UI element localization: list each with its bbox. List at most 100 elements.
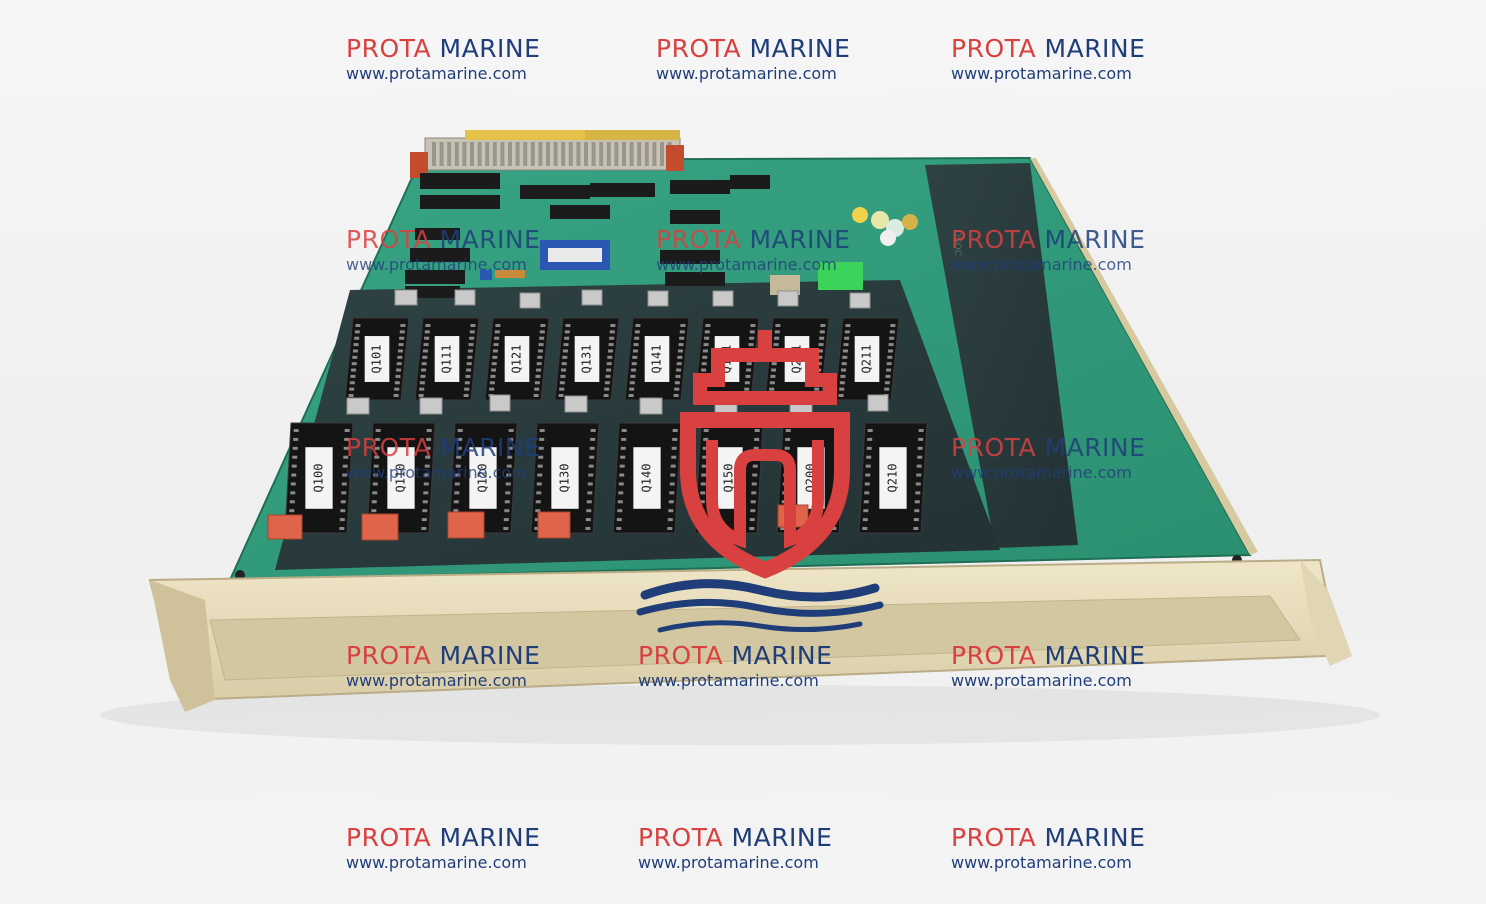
watermark-url: www.protamarine.com (346, 255, 527, 274)
watermark-url: www.protamarine.com (951, 463, 1132, 482)
chip-socket-label: Q210 (886, 464, 900, 493)
connector-pin (606, 142, 611, 166)
connector-pin (454, 142, 459, 166)
watermark-brand-red: PROTA (346, 433, 432, 462)
chip-socket-label: Q131 (580, 345, 594, 374)
watermark-brand-blue: MARINE (1044, 641, 1146, 670)
svg-text:DSQC: DSQC (952, 230, 962, 256)
connector-pin (523, 142, 528, 166)
chip-socket-label: Q101 (370, 345, 384, 374)
watermark-brand-red: PROTA (346, 823, 432, 852)
chip-socket: Q120 (448, 422, 518, 534)
connector-pin (561, 142, 566, 166)
connector-pin (470, 142, 474, 166)
watermark-url: www.protamarine.com (656, 255, 837, 274)
connector-pin (462, 142, 467, 166)
connector-pin (492, 142, 497, 166)
orange-capacitors (267, 504, 809, 541)
connector-pin (637, 142, 642, 166)
watermark-brand-blue: MARINE (749, 225, 851, 254)
connector-pin (591, 142, 596, 166)
watermark: PROTA MARINE www.protamarine.com (638, 825, 832, 871)
watermark-url: www.protamarine.com (656, 64, 837, 83)
watermark-url: www.protamarine.com (346, 463, 527, 482)
connector-pin (485, 142, 490, 166)
watermark-brand-red: PROTA (951, 433, 1037, 462)
watermark: PROTA MARINE www.protamarine.com (346, 643, 540, 689)
connector-pin (584, 142, 588, 166)
front-panel (148, 558, 1352, 712)
watermark: PROTA MARINE www.protamarine.com (346, 435, 540, 481)
watermark-brand-blue: MARINE (1044, 433, 1146, 462)
watermark-url: www.protamarine.com (951, 671, 1132, 690)
connector-pin (500, 142, 505, 166)
watermark-brand-blue: MARINE (439, 433, 541, 462)
connector-pin (515, 142, 520, 166)
watermark: PROTA MARINE www.protamarine.com (951, 643, 1145, 689)
connector-pin (576, 142, 581, 166)
watermark: PROTA MARINE www.protamarine.com (951, 227, 1145, 273)
watermark-url: www.protamarine.com (346, 671, 527, 690)
watermark-url: www.protamarine.com (951, 255, 1132, 274)
watermark-brand-blue: MARINE (439, 225, 541, 254)
watermark: PROTA MARINE www.protamarine.com (656, 36, 850, 82)
connector-pin (447, 142, 452, 166)
watermark-url: www.protamarine.com (346, 64, 527, 83)
watermark-brand-red: PROTA (951, 823, 1037, 852)
watermark-brand-blue: MARINE (1044, 225, 1146, 254)
grey-capacitors (394, 289, 871, 309)
connector-pin (477, 142, 482, 166)
chip-socket: Q141 (624, 317, 690, 401)
edge-connector (410, 130, 684, 178)
solder-mask-right (925, 163, 1078, 548)
chip-socket-label: Q130 (558, 464, 572, 493)
chip-socket: Q140 (612, 422, 682, 534)
chip-socket-label: Q150 (722, 464, 736, 493)
upper-ics (405, 173, 770, 298)
watermark-url: www.protamarine.com (951, 64, 1132, 83)
watermark-brand-red: PROTA (638, 823, 724, 852)
connector-pin (652, 142, 657, 166)
connector-pin (439, 142, 444, 166)
watermark-url: www.protamarine.com (951, 853, 1132, 872)
watermark-brand-red: PROTA (951, 34, 1037, 63)
connector-pin (568, 142, 573, 166)
connector-pin (622, 142, 626, 166)
watermark-brand-blue: MARINE (731, 823, 833, 852)
watermark-brand-red: PROTA (346, 34, 432, 63)
connector-pin (538, 142, 543, 166)
watermark-url: www.protamarine.com (638, 853, 819, 872)
chip-socket: Q211 (834, 317, 900, 401)
chip-socket: Q100 (284, 422, 354, 534)
watermark-brand-red: PROTA (638, 641, 724, 670)
watermark-brand-blue: MARINE (439, 641, 541, 670)
chip-socket-label: Q111 (440, 345, 454, 374)
chip-socket: Q131 (554, 317, 620, 401)
watermark-brand-blue: MARINE (749, 34, 851, 63)
watermark-brand-blue: MARINE (1044, 34, 1146, 63)
connector-pin (644, 142, 649, 166)
chip-socket-label: Q121 (510, 345, 524, 374)
chip-socket-label: Q141 (650, 345, 664, 374)
watermark: PROTA MARINE www.protamarine.com (346, 825, 540, 871)
chip-socket-label: Q110 (394, 464, 408, 493)
connector-pin (546, 142, 550, 166)
watermark-brand-blue: MARINE (439, 823, 541, 852)
chip-socket-label: Q211 (860, 345, 874, 374)
watermark-brand-blue: MARINE (731, 641, 833, 670)
watermark-brand-blue: MARINE (439, 34, 541, 63)
connector-pin (599, 142, 604, 166)
watermark: PROTA MARINE www.protamarine.com (951, 825, 1145, 871)
chip-socket: Q121 (484, 317, 550, 401)
chip-socket: Q111 (414, 317, 480, 401)
watermark: PROTA MARINE www.protamarine.com (346, 36, 540, 82)
watermark: PROTA MARINE www.protamarine.com (346, 227, 540, 273)
connector-pin (614, 142, 619, 166)
watermark-url: www.protamarine.com (346, 853, 527, 872)
chip-socket-label: Q140 (640, 464, 654, 493)
watermark-brand-red: PROTA (656, 34, 742, 63)
connector-pin (432, 142, 436, 166)
connector-pin (508, 142, 512, 166)
chip-socket-label: Q120 (476, 464, 490, 493)
